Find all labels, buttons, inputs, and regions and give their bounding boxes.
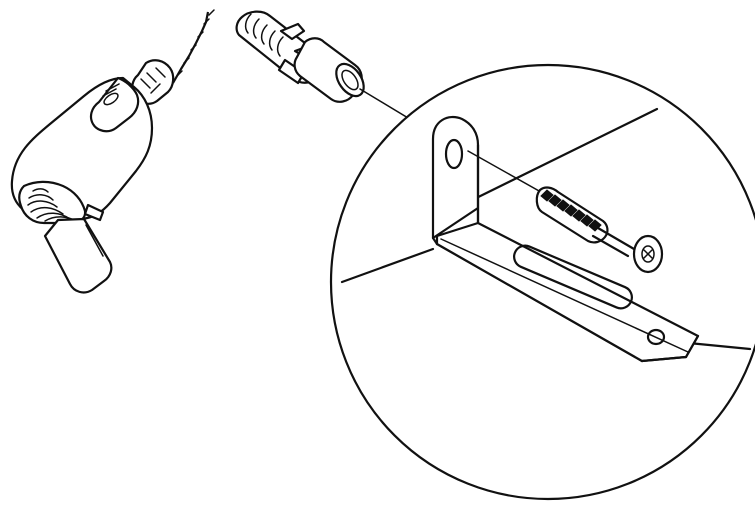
drill-icon — [12, 10, 214, 292]
wall-plug-icon — [237, 12, 370, 102]
